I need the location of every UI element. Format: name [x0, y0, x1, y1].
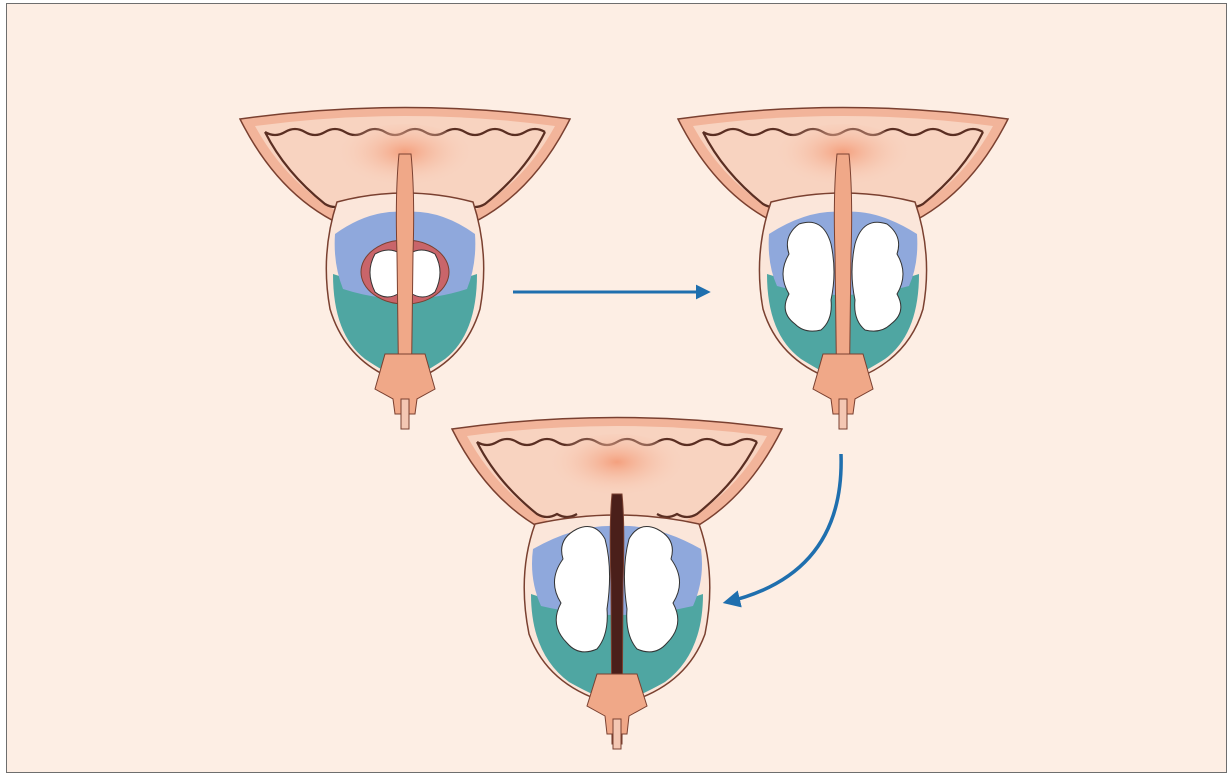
bph-progression-diagram: [7, 4, 1227, 773]
prostate-stage-3: [452, 418, 782, 750]
figure-frame: [6, 3, 1227, 773]
prostate-stage-2: [678, 108, 1008, 430]
prostate-stage-1: [240, 108, 570, 430]
